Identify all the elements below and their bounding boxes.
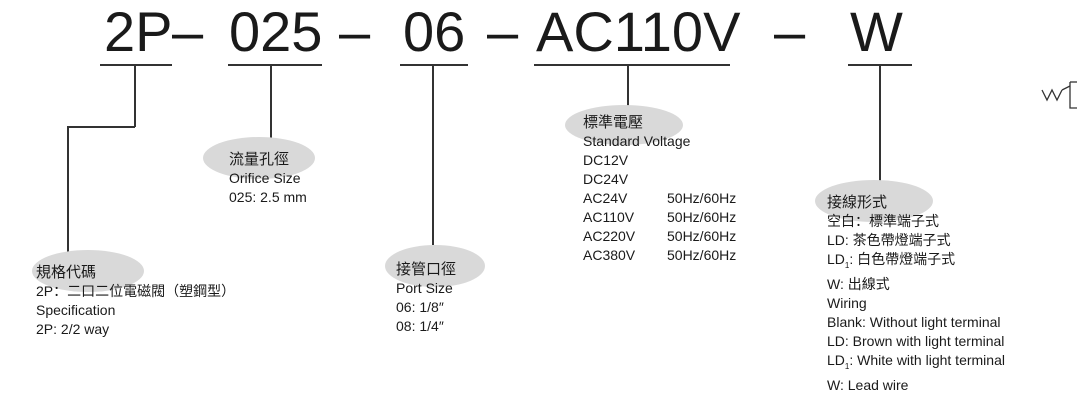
spec-line-1: 2P：二口二位電磁閥（塑鋼型）: [36, 283, 236, 299]
wiring-line-9: W: Lead wire: [827, 376, 909, 393]
orifice-block: 流量孔徑 Orifice Size 025: 2.5 mm: [229, 150, 307, 207]
code-separator: –: [172, 0, 204, 63]
wiring-line-2: LD: 茶色帶燈端子式: [827, 232, 951, 248]
underline-voltage: [534, 64, 730, 66]
connector-orifice: [270, 65, 272, 141]
code-separator: –: [339, 0, 371, 63]
code-separator: –: [774, 0, 806, 63]
code-segment-wiring: W: [850, 0, 903, 63]
connector-series: [134, 65, 136, 127]
code-segment-series: 2P: [104, 0, 173, 63]
underline-series: [100, 64, 172, 66]
underline-port: [400, 64, 468, 66]
bubble-orifice: [203, 137, 315, 179]
orifice-line-2: 025: 2.5 mm: [229, 189, 307, 205]
code-segment-port: 06: [403, 0, 466, 63]
wiring-line-7: LD: Brown with light terminal: [827, 332, 1005, 349]
port-line-2: 06: 1/8″: [396, 299, 444, 315]
underline-wiring: [848, 64, 912, 66]
spec-line-2: Specification: [36, 302, 116, 318]
code-segment-orifice: 025: [229, 0, 323, 63]
voltage-subtitle: Standard Voltage: [583, 133, 691, 149]
port-title: 接管口徑: [396, 261, 457, 278]
wiring-line-4: W: 出線式: [827, 275, 890, 292]
orifice-line-1: Orifice Size: [229, 170, 301, 186]
spec-line-3: 2P: 2/2 way: [36, 321, 110, 337]
bubble-port: [385, 245, 485, 287]
code-segment-voltage: AC110V: [536, 0, 741, 63]
connector-wiring: [879, 65, 881, 185]
port-line-1: Port Size: [396, 280, 453, 296]
wiring-line-8: LD1: White with light terminal: [827, 351, 1005, 371]
wiring-line-1: 空白：標準端子式: [827, 213, 939, 229]
voltage-title: 標準電壓: [583, 114, 644, 131]
orifice-title: 流量孔徑: [229, 151, 290, 168]
coil-symbol-icon: [1041, 81, 1077, 109]
spec-title: 規格代碼: [36, 264, 97, 281]
connector-port: [432, 65, 434, 245]
spec-block: 規格代碼 2P：二口二位電磁閥（塑鋼型） Specification 2P: 2…: [36, 263, 235, 339]
bubble-wiring: [815, 180, 933, 222]
wiring-line-3: LD1: 白色帶燈端子式: [827, 251, 956, 270]
wiring-block: 接線形式 空白：標準端子式 LD: 茶色帶燈端子式 LD1: 白色帶燈端子式 W…: [827, 193, 1005, 395]
voltage-row: DC24V: [583, 171, 629, 187]
connector-series-h: [67, 126, 135, 128]
connector-voltage: [627, 65, 629, 112]
underline-orifice: [228, 64, 322, 66]
bubble-voltage: [565, 105, 683, 145]
wiring-line-5: Wiring: [827, 294, 867, 311]
code-separator: –: [487, 0, 519, 63]
connector-series-down: [67, 126, 69, 254]
port-block: 接管口徑 Port Size 06: 1/8″ 08: 1/4″: [396, 260, 456, 336]
voltage-row: DC12V: [583, 152, 629, 168]
wiring-title: 接線形式: [827, 194, 888, 211]
bubble-spec: [32, 250, 144, 292]
wiring-line-6: Blank: Without light terminal: [827, 313, 1001, 330]
port-line-3: 08: 1/4″: [396, 318, 444, 334]
